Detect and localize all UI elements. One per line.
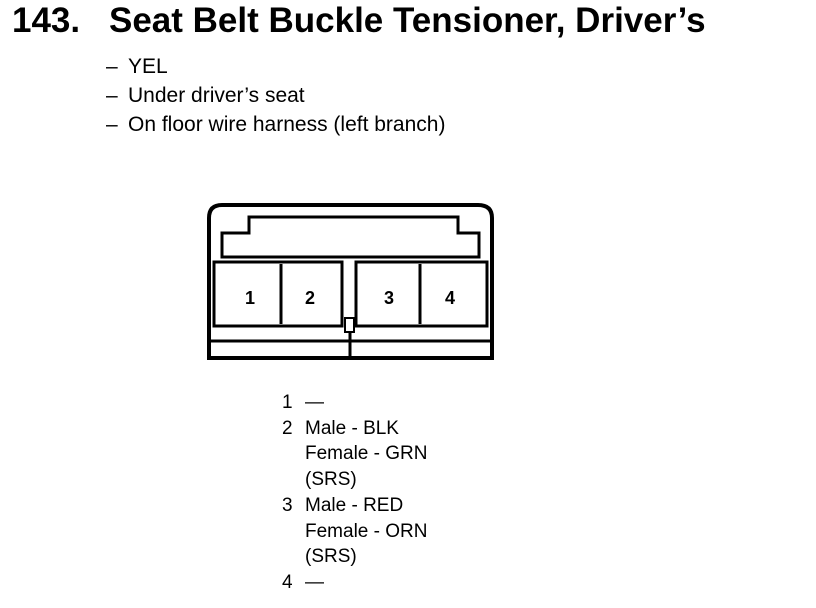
pin-line: Female - GRN	[305, 443, 428, 465]
cavity-label-3: 3	[384, 288, 394, 308]
pin-description: Male - RED Female - ORN (SRS)	[305, 493, 427, 570]
pinout-legend: 1 — 2 Male - BLK Female - GRN (SRS) 3 Ma…	[282, 390, 427, 596]
pin-line: Male - BLK	[305, 417, 399, 439]
pin-line: —	[305, 392, 324, 413]
connector-housing-outline	[207, 203, 494, 360]
pin-row-4: 4 —	[282, 570, 427, 596]
pin-line: (SRS)	[305, 469, 357, 491]
pin-line: Female - ORN	[305, 520, 428, 542]
component-details: –YEL –Under driver’s seat –On floor wire…	[106, 52, 445, 139]
detail-color: –YEL	[106, 52, 445, 81]
pin-description: —	[305, 390, 324, 416]
detail-text: On floor wire harness (left branch)	[128, 113, 446, 136]
cavity-frame-left	[212, 260, 344, 328]
cavity-label-2: 2	[305, 288, 315, 308]
pin-row-3: 3 Male - RED Female - ORN (SRS)	[282, 493, 427, 570]
pin-line: Male - RED	[305, 494, 404, 516]
connector-lock-tab	[344, 317, 355, 333]
pin-number: 2	[282, 417, 293, 439]
pin-line: (SRS)	[305, 546, 357, 568]
pin-row-2: 2 Male - BLK Female - GRN (SRS)	[282, 416, 427, 493]
connector-inner-outline	[220, 215, 481, 259]
pin-number: 3	[282, 494, 293, 516]
component-name: Seat Belt Buckle Tensioner, Driver’s	[109, 1, 706, 40]
pin-description: —	[305, 570, 324, 596]
detail-location: –Under driver’s seat	[106, 81, 445, 110]
detail-dash: –	[106, 84, 118, 107]
component-title: 143. Seat Belt Buckle Tensioner, Driver’s	[12, 0, 706, 42]
detail-harness: –On floor wire harness (left branch)	[106, 110, 445, 139]
pin-number: 4	[282, 571, 293, 593]
pin-description: Male - BLK Female - GRN (SRS)	[305, 416, 427, 493]
cavity-label-1: 1	[245, 288, 255, 308]
cavity-label-4: 4	[445, 288, 455, 308]
cavity-frame-right	[354, 260, 489, 328]
pin-row-1: 1 —	[282, 390, 427, 416]
detail-text: YEL	[128, 55, 168, 78]
detail-dash: –	[106, 113, 118, 136]
detail-dash: –	[106, 55, 118, 78]
component-number: 143.	[12, 1, 81, 40]
detail-text: Under driver’s seat	[128, 84, 305, 107]
pin-number: 1	[282, 392, 293, 413]
pin-line: —	[305, 571, 324, 593]
